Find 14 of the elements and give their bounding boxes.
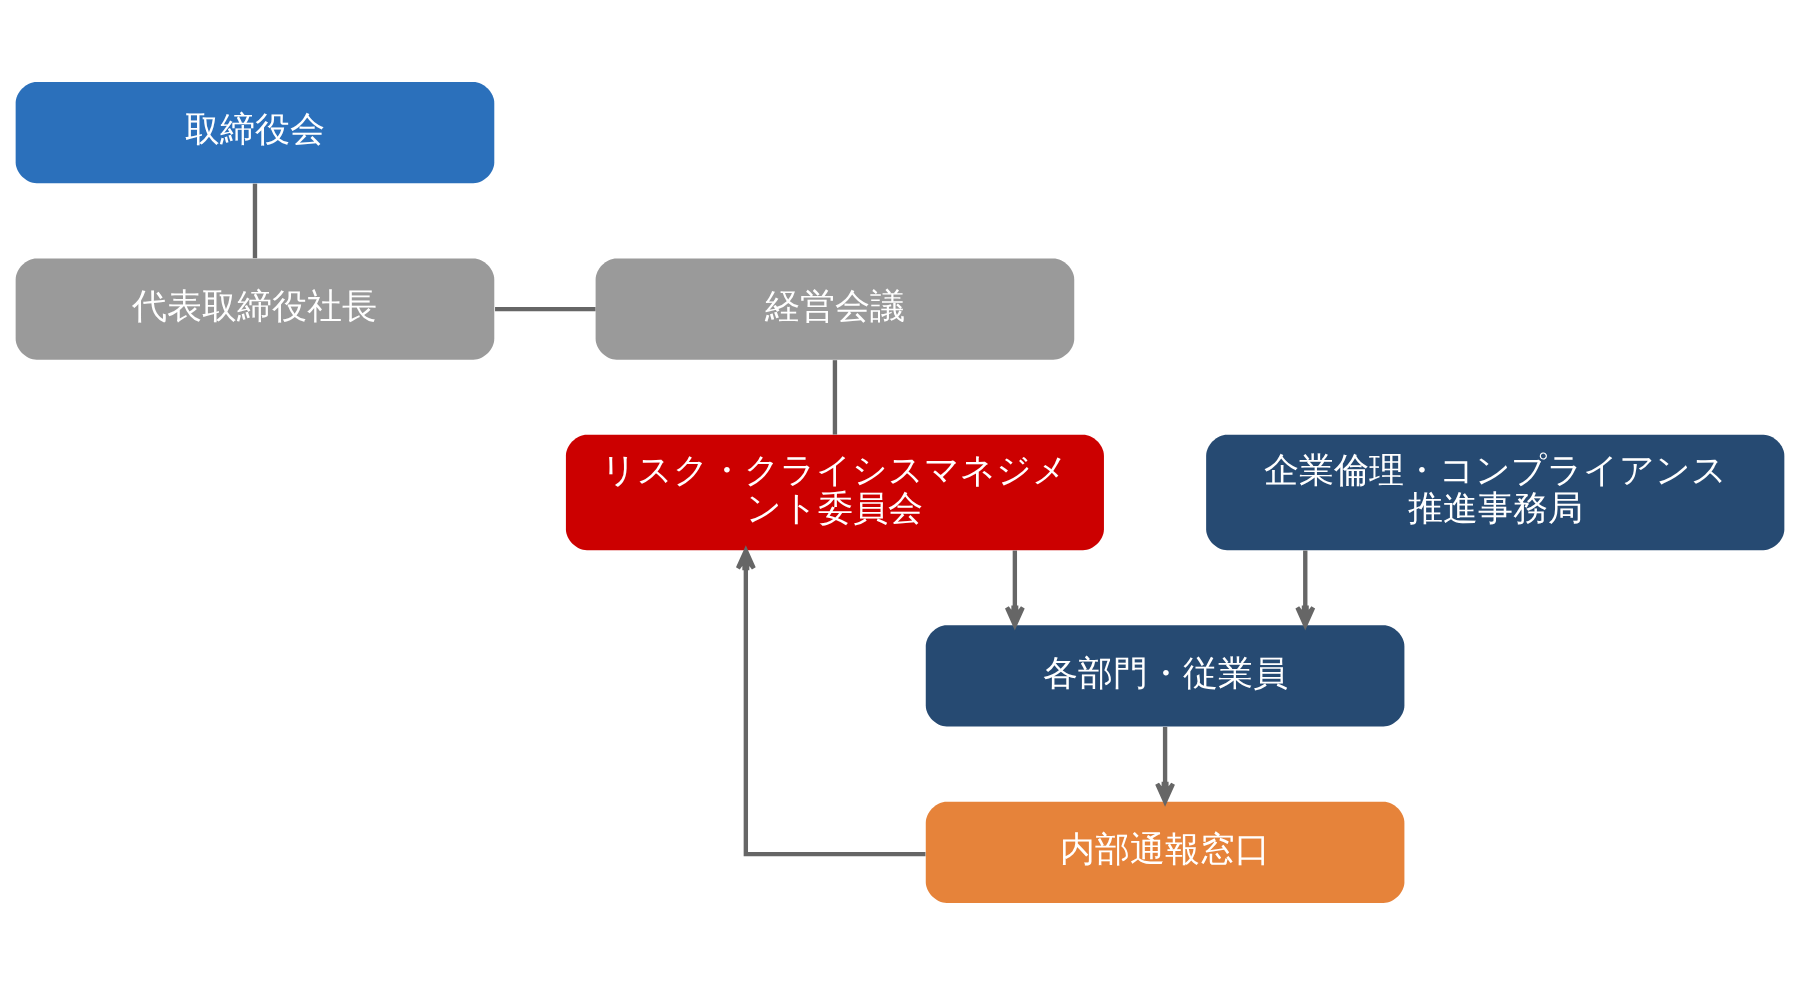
node-box: 経営会議 xyxy=(595,258,1075,360)
connector xyxy=(252,183,258,259)
node-box: 取締役会 xyxy=(15,82,495,184)
arrow xyxy=(1004,550,1025,628)
node-box: 各部門・従業員 xyxy=(925,625,1405,727)
connector xyxy=(832,360,838,435)
arrow xyxy=(735,548,926,857)
node-box: 企業倫理・コンプライアンス推進事務局 xyxy=(1206,434,1785,551)
node-box: 代表取締役社長 xyxy=(15,258,495,360)
arrow xyxy=(1295,550,1316,628)
connector xyxy=(495,306,596,312)
node-box: リスク・クライシスマネジメント委員会 xyxy=(565,434,1104,551)
node-box: 内部通報窓口 xyxy=(925,801,1405,903)
arrow xyxy=(1155,726,1176,804)
